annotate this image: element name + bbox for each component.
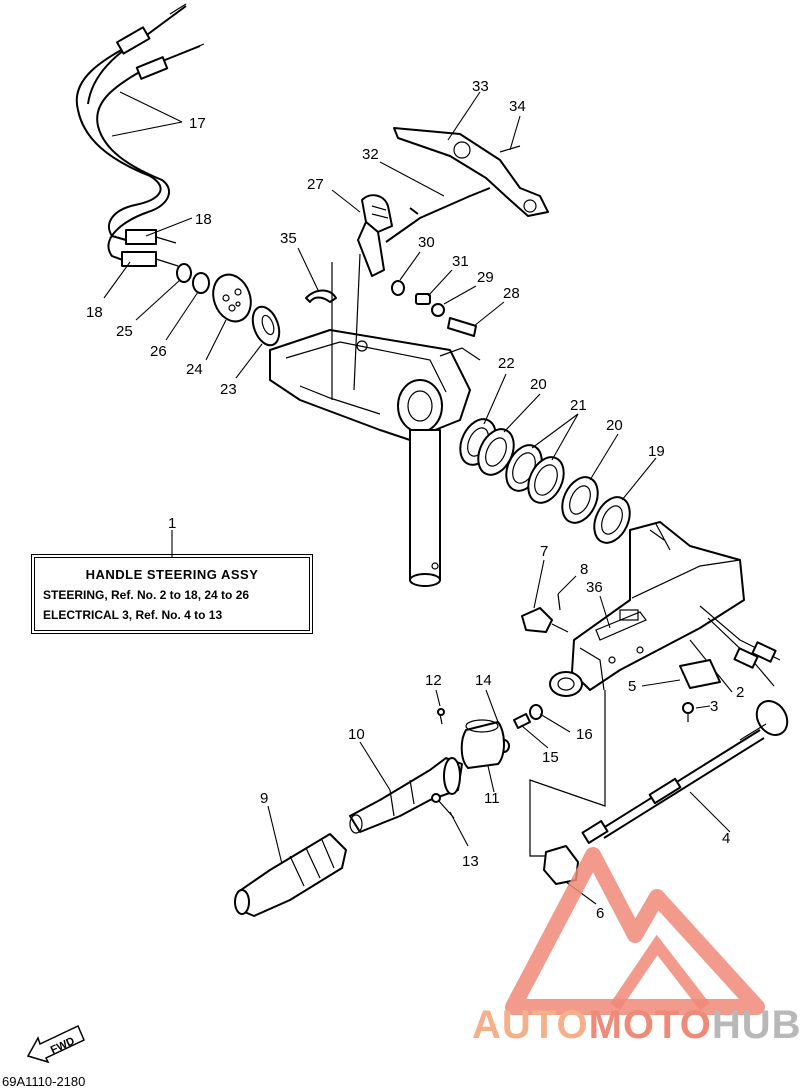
assembly-reference-box: HANDLE STEERING ASSY STEERING, Ref. No. … [31,554,313,634]
callout-12: 12 [425,672,442,689]
callout-34: 34 [509,98,526,115]
part-2-handle-body [549,521,781,697]
part-36 [595,611,647,641]
callout-16: 16 [576,726,593,743]
steering-bracket [269,262,481,587]
callout-28: 28 [503,285,520,302]
callout-20a: 20 [530,376,547,393]
callout-18a: 18 [195,211,212,228]
callout-2: 2 [736,684,744,701]
part-11-ring [460,719,505,769]
callout-29: 29 [477,269,494,286]
callout-15: 15 [542,749,559,766]
watermark-logo-icon [505,847,765,1015]
callout-7: 7 [540,543,548,560]
callout-17: 17 [189,115,206,132]
callout-5: 5 [628,678,636,695]
callout-20b: 20 [606,417,623,434]
callout-10: 10 [348,726,365,743]
callout-3: 3 [710,698,718,715]
assembly-row-steering: STEERING, Ref. No. 2 to 18, 24 to 26 [43,588,250,602]
callout-9: 9 [260,790,268,807]
part-4-switch-cable [581,700,789,844]
callout-4: 4 [722,830,730,847]
callout-13: 13 [462,853,479,870]
part-23-grommet [251,305,281,347]
parts-32-33-34-linkage [385,127,549,243]
assembly-row-electrical: ELECTRICAL 3, Ref. No. 4 to 13 [43,608,223,622]
parts-24-25-26 [176,263,252,323]
fwd-direction-arrow: FWD [26,1024,85,1064]
callout-33: 33 [472,78,489,95]
part-27-lever [353,194,393,391]
callout-30: 30 [418,234,435,251]
callout-21: 21 [570,397,587,414]
parts-3-5 [679,659,721,722]
callout-36: 36 [586,579,603,596]
brand-part-hub: HUB [711,1003,800,1047]
callout-23: 23 [220,381,237,398]
watermark-brand: AUTOMOTOHUB [472,1003,800,1048]
callout-31: 31 [452,253,469,270]
callout-14: 14 [475,672,492,689]
callout-26: 26 [150,343,167,360]
callout-22: 22 [498,355,515,372]
reference-code: 69A1110-2180 [2,1074,86,1089]
callout-19: 19 [648,443,665,460]
part-17-cables [75,3,205,213]
callout-6: 6 [596,905,604,922]
callout-32: 32 [362,146,379,163]
assembly-title: HANDLE STEERING ASSY [85,567,259,582]
callout-1: 1 [168,515,176,532]
callout-8: 8 [580,561,588,578]
brand-part-auto: AUTO [472,1003,589,1047]
parts-28-31-hardware [391,280,477,337]
callout-24: 24 [186,361,203,378]
callout-35: 35 [280,230,297,247]
callout-11: 11 [484,790,500,807]
part-9-grip [234,833,347,917]
part-35 [305,289,337,303]
callout-18b: 18 [86,304,103,321]
part-10-grip-shaft [349,757,463,834]
parts-19-22-washers [459,418,631,544]
part-18-cable-ends [107,204,179,267]
callout-27: 27 [307,176,324,193]
parts-7-8 [521,593,569,633]
brand-part-moto: MOTO [588,1003,712,1047]
callout-25: 25 [116,323,133,340]
